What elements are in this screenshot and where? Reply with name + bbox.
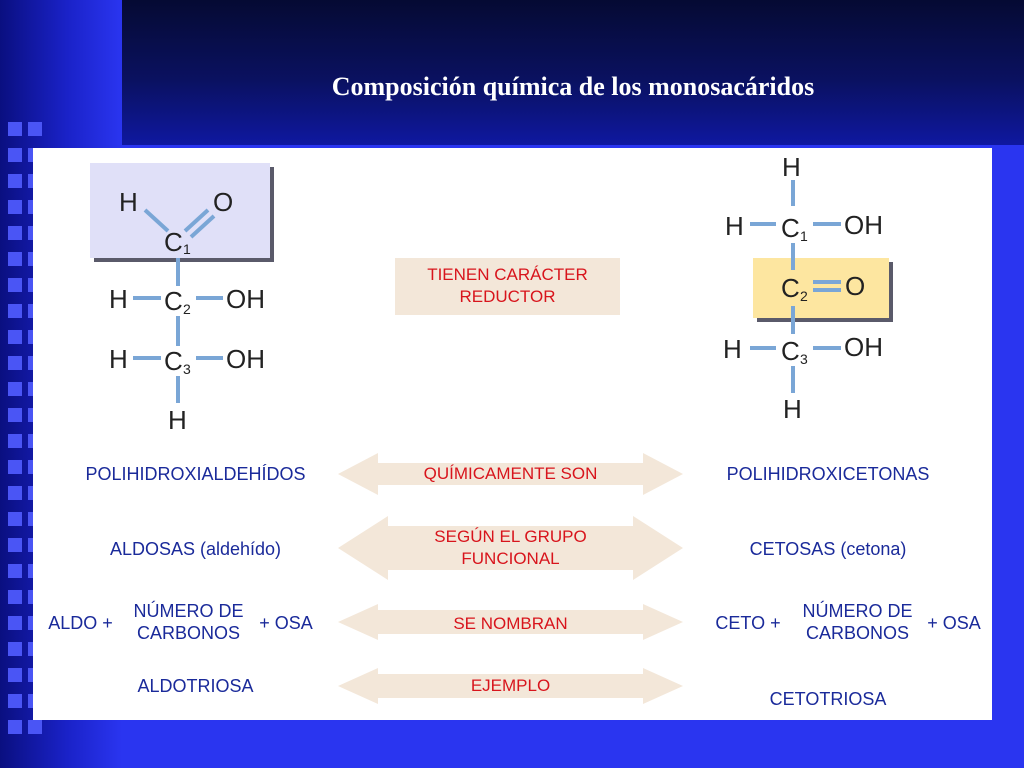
ejemplo-label: EJEMPLO <box>470 676 551 695</box>
decorative-square <box>8 668 22 682</box>
decorative-square <box>8 226 22 240</box>
right-prefijo: CETO + <box>715 613 781 633</box>
reductor-box <box>395 258 620 315</box>
decorative-square <box>28 720 42 734</box>
decorative-square <box>8 408 22 422</box>
ketose-c3-oh: OH <box>844 332 883 362</box>
decorative-square <box>8 278 22 292</box>
arrow-row-4 <box>338 668 683 704</box>
decorative-square <box>8 122 22 136</box>
right-sufijo: + OSA <box>927 613 981 633</box>
arrow-row-2 <box>338 516 683 580</box>
aldose-c1-o: O <box>213 187 233 217</box>
decorative-square <box>8 356 22 370</box>
bond-o-c1-b <box>189 214 216 239</box>
segun-label: SEGÚN EL GRUPO FUNCIONAL <box>434 527 587 568</box>
right-numero: NÚMERO DE CARBONOS <box>802 601 913 643</box>
ketose-c1-h: H <box>725 211 744 241</box>
left-prefijo: ALDO + <box>48 613 113 633</box>
decorative-square <box>8 304 22 318</box>
right-grupo: CETOSAS (cetona) <box>749 539 907 559</box>
ketose-c1-c: C <box>781 213 800 243</box>
arrow-row-3 <box>338 604 683 640</box>
decorative-square <box>8 616 22 630</box>
left-grupo: ALDOSAS (aldehído) <box>109 539 282 559</box>
ketose-c3-h: H <box>723 334 742 364</box>
aldose-c1-h: H <box>119 187 138 217</box>
aldehyde-box <box>90 163 270 258</box>
decorative-square <box>8 174 22 188</box>
left-sufijo: + OSA <box>259 613 313 633</box>
aldose-c3-oh: OH <box>226 344 265 374</box>
aldose-c1-c: C <box>164 227 183 257</box>
decorative-square <box>8 148 22 162</box>
aldose-bottom-h: H <box>168 405 187 435</box>
nombran-label: SE NOMBRAN <box>453 614 568 633</box>
aldose-c1-n: 1 <box>183 241 191 257</box>
decorative-square <box>8 590 22 604</box>
ketose-c1-n: 1 <box>800 228 808 244</box>
aldose-structure: H O C 1 H C 2 OH H C 3 OH H H H C 1 OH C… <box>90 152 893 704</box>
reductor-label: TIENEN CARÁCTER REDUCTOR <box>427 265 588 306</box>
decorative-square <box>28 122 42 136</box>
aldose-c2-n: 2 <box>183 301 191 317</box>
left-familia: POLIHIDROXIALDEHÍDOS <box>85 464 306 484</box>
aldose-c3-n: 3 <box>183 361 191 377</box>
bond-o-c1-a <box>183 208 210 233</box>
decorative-square <box>8 382 22 396</box>
ketose-c2-n: 2 <box>800 288 808 304</box>
ketose-c2-c: C <box>781 273 800 303</box>
right-familia: POLIHIDROXICETONAS <box>726 464 930 484</box>
decorative-square <box>8 486 22 500</box>
ketose-c3-n: 3 <box>800 351 808 367</box>
ketose-c1-oh: OH <box>844 210 883 240</box>
aldose-c3-c: C <box>164 346 183 376</box>
ketose-c3-c: C <box>781 336 800 366</box>
decorative-square <box>8 200 22 214</box>
aldose-c2-oh: OH <box>226 284 265 314</box>
ketose-c2-o: O <box>845 271 865 301</box>
ketose-bottom-h: H <box>783 394 802 424</box>
decorative-square <box>8 434 22 448</box>
right-ejemplo: CETOTRIOSA <box>769 689 887 709</box>
decorative-square <box>8 694 22 708</box>
left-numero: NÚMERO DE CARBONOS <box>133 601 244 643</box>
decorative-square <box>8 720 22 734</box>
header-band <box>122 0 1024 145</box>
decorative-square <box>8 512 22 526</box>
content-panel: H O C 1 H C 2 OH H C 3 OH H H H C 1 OH C… <box>33 148 992 720</box>
quimicamente-label: QUÍMICAMENTE SON <box>423 464 598 483</box>
slide-title: Composición química de los monosacáridos <box>331 72 815 101</box>
aldose-c2-h: H <box>109 284 128 314</box>
bond-h-c1 <box>143 208 170 233</box>
left-ejemplo: ALDOTRIOSA <box>137 676 254 696</box>
decorative-square <box>8 460 22 474</box>
decorative-square <box>8 252 22 266</box>
decorative-square <box>8 330 22 344</box>
ketose-top-h: H <box>782 152 801 182</box>
decorative-square <box>8 538 22 552</box>
arrow-row-1 <box>338 453 683 495</box>
aldose-c3-h: H <box>109 344 128 374</box>
aldose-c2-c: C <box>164 286 183 316</box>
decorative-square <box>8 564 22 578</box>
decorative-square <box>8 642 22 656</box>
